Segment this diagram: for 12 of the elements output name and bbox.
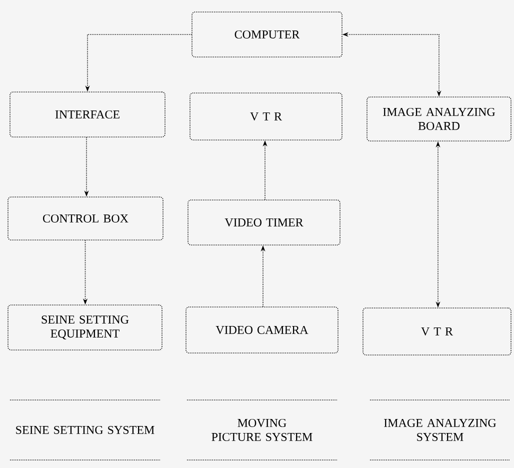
process-box: IMAGE ANALYZING BOARD bbox=[366, 96, 512, 142]
system-label: IMAGE ANALYZING SYSTEM bbox=[384, 418, 496, 441]
process-box: VIDEO CAMERA bbox=[186, 306, 338, 354]
process-box: V T R bbox=[190, 92, 342, 140]
process-box: CONTROL BOX bbox=[8, 196, 164, 240]
process-box: VIDEO TIMER bbox=[188, 200, 340, 246]
process-box: SEINE SETTING EQUIPMENT bbox=[8, 304, 162, 350]
process-box: COMPUTER bbox=[192, 12, 342, 58]
process-box: V T R bbox=[362, 308, 512, 356]
process-box: INTERFACE bbox=[10, 92, 166, 138]
system-label: SEINE SETTING SYSTEM bbox=[16, 426, 154, 434]
system-label: MOVING PICTURE SYSTEM bbox=[212, 418, 312, 441]
